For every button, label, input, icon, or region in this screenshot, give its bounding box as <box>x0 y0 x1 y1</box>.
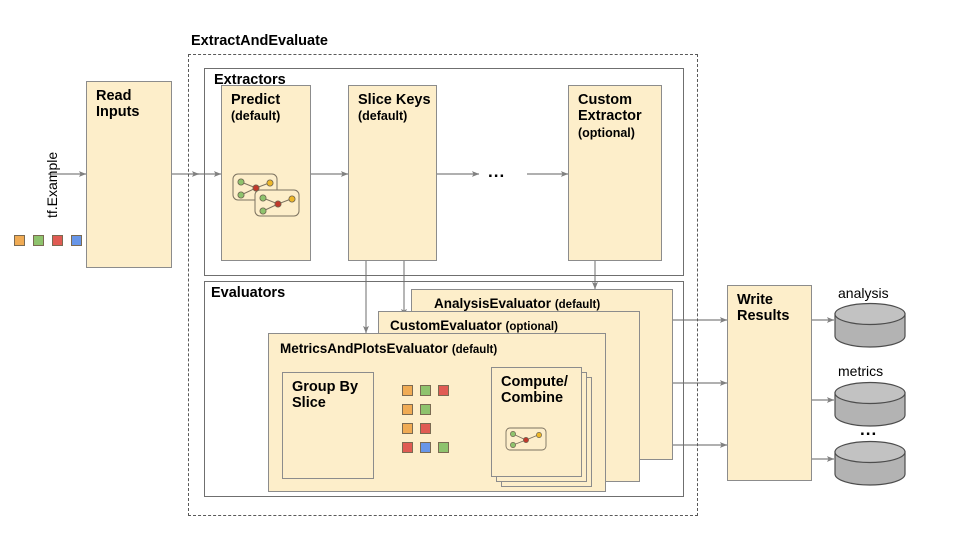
slice-swatch <box>402 442 413 453</box>
custom-evaluator-sub: (optional) <box>505 321 558 333</box>
slice-keys-label: Slice Keys (default) <box>358 92 432 125</box>
slice-swatch <box>420 385 431 396</box>
compute-combine-label: Compute/ Combine <box>501 374 568 407</box>
slice-swatch <box>438 442 449 453</box>
model-graph-icon <box>232 173 300 217</box>
predict-sub: (default) <box>231 109 281 124</box>
predict-label: Predict (default) <box>231 92 306 125</box>
tf-example-label: tf.Example <box>44 151 60 218</box>
group-by-slice-node[interactable]: Group By Slice <box>282 372 374 479</box>
database-cylinder-icon <box>834 381 906 427</box>
read-inputs-label: Read Inputs <box>96 88 140 121</box>
slice-swatch <box>420 404 431 415</box>
analysis-store-label: analysis <box>838 285 889 301</box>
slice-swatch <box>420 442 431 453</box>
custom-extractor-title: Custom Extractor <box>578 92 642 125</box>
swatch-green <box>33 235 44 246</box>
metrics-store-label: metrics <box>838 363 884 379</box>
compute-combine-node[interactable]: Compute/ Combine <box>491 367 582 477</box>
extract-and-evaluate-title: ExtractAndEvaluate <box>191 33 328 49</box>
metrics-evaluator-name: MetricsAndPlotsEvaluator <box>280 341 449 356</box>
swatch-orange <box>14 235 25 246</box>
extractor-ellipsis: ... <box>488 162 506 181</box>
custom-evaluator-label: CustomEvaluator (optional) <box>390 318 558 333</box>
slice-keys-sub: (default) <box>358 109 408 124</box>
write-results-node[interactable]: Write Results <box>727 285 812 481</box>
analysis-evaluator-label: AnalysisEvaluator (default) <box>434 296 600 311</box>
input-swatch-group <box>14 235 84 249</box>
model-graph-icon <box>505 427 547 451</box>
slice-swatch <box>420 423 431 434</box>
extract-and-evaluate-group <box>188 54 698 516</box>
slice-swatch <box>402 404 413 415</box>
evaluators-title: Evaluators <box>211 285 286 301</box>
output-store-ellipsis: ... <box>860 420 878 439</box>
database-cylinder-icon <box>834 302 906 348</box>
slice-keys-node[interactable]: Slice Keys (default) <box>348 85 437 261</box>
swatch-blue <box>71 235 82 246</box>
slice-swatch <box>402 385 413 396</box>
custom-evaluator-name: CustomEvaluator <box>390 318 502 333</box>
custom-extractor-sub: (optional) <box>578 125 635 140</box>
evaluators-group <box>204 281 684 497</box>
extractors-group <box>204 68 684 276</box>
metrics-and-plots-evaluator-node[interactable]: MetricsAndPlotsEvaluator (default) Group… <box>268 333 606 492</box>
slice-swatch <box>438 385 449 396</box>
slice-keys-title: Slice Keys <box>358 92 431 108</box>
slice-groups <box>402 385 460 457</box>
database-cylinder-icon <box>834 440 906 486</box>
predict-title: Predict <box>231 92 281 108</box>
slice-swatch <box>402 423 413 434</box>
extractors-title: Extractors <box>214 72 286 88</box>
custom-extractor-node[interactable]: Custom Extractor (optional) <box>568 85 662 261</box>
read-inputs-node[interactable]: Read Inputs <box>86 81 172 268</box>
swatch-red <box>52 235 63 246</box>
write-results-label: Write Results <box>737 292 790 325</box>
analysis-evaluator-name: AnalysisEvaluator <box>434 296 552 311</box>
predict-node[interactable]: Predict (default) <box>221 85 311 261</box>
analysis-evaluator-sub: (default) <box>554 299 601 311</box>
group-by-slice-label: Group By Slice <box>292 379 359 412</box>
metrics-evaluator-sub: (default) <box>451 344 498 356</box>
metrics-evaluator-label: MetricsAndPlotsEvaluator (default) <box>280 341 497 356</box>
custom-extractor-label: Custom Extractor (optional) <box>578 92 657 141</box>
